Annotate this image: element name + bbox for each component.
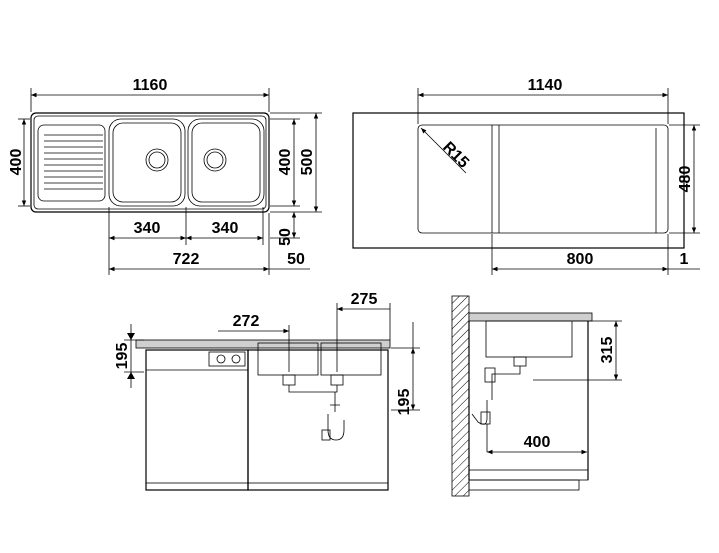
dim-bowl-spacing-left: 340 (134, 220, 161, 237)
dim-edge-gap: 1 (680, 251, 689, 268)
dim-offset-side: 50 (277, 228, 294, 246)
front-section-view: 272 275 195 195 (114, 291, 420, 491)
sink-inner-outline (33, 115, 267, 210)
appliance-panel (208, 351, 246, 367)
sink-outline (30, 112, 270, 213)
strainer-icon (513, 356, 527, 367)
strainer-icon (282, 374, 296, 386)
bowl-right (187, 118, 265, 207)
drain-icon (203, 148, 227, 172)
bowl-side (485, 320, 573, 358)
countertop-side (468, 312, 593, 322)
dim-spacing-b: 275 (351, 291, 378, 308)
waste-pipe (288, 385, 338, 393)
dim-depth-right: 195 (396, 389, 413, 416)
p-trap-icon (327, 414, 345, 441)
dim-cutout-width: 1140 (528, 77, 563, 94)
knob-icon (231, 354, 241, 364)
knob-icon (216, 354, 226, 364)
cutout-outline (417, 124, 669, 234)
dim-waste-offset: 400 (524, 434, 551, 451)
countertop (135, 339, 391, 349)
strainer-icon (330, 374, 344, 386)
dim-height-right: 400 (277, 149, 294, 176)
cutout-view: 1140 R15 480 800 1 (352, 77, 700, 275)
dim-drainer-width: 800 (567, 251, 594, 268)
dim-side-depth: 315 (599, 337, 616, 364)
cabinet-left (145, 349, 249, 491)
drainer-ribs (37, 124, 106, 202)
countertop-outline (352, 112, 685, 249)
dim-bottom-offset: 50 (287, 251, 305, 268)
dim-radius: R15 (439, 139, 472, 172)
dim-height-outer: 500 (299, 149, 316, 176)
waste-pipe (491, 366, 521, 400)
bowl-left (108, 118, 186, 207)
plan-view: 1160 400 400 500 340 340 50 722 (8, 77, 322, 275)
dim-overall-width: 1160 (133, 77, 168, 94)
dim-bottom-total: 722 (173, 251, 200, 268)
drain-icon (145, 148, 169, 172)
dim-bowl-spacing-right: 340 (212, 220, 239, 237)
dim-depth-left: 195 (114, 343, 131, 370)
dim-cutout-depth: 480 (677, 166, 694, 193)
dim-height-inner: 400 (8, 149, 25, 176)
dim-spacing-a: 272 (233, 313, 260, 330)
wall-hatch (451, 295, 470, 497)
bowl-section-right (320, 342, 382, 376)
side-section-view: 315 400 (451, 295, 622, 497)
